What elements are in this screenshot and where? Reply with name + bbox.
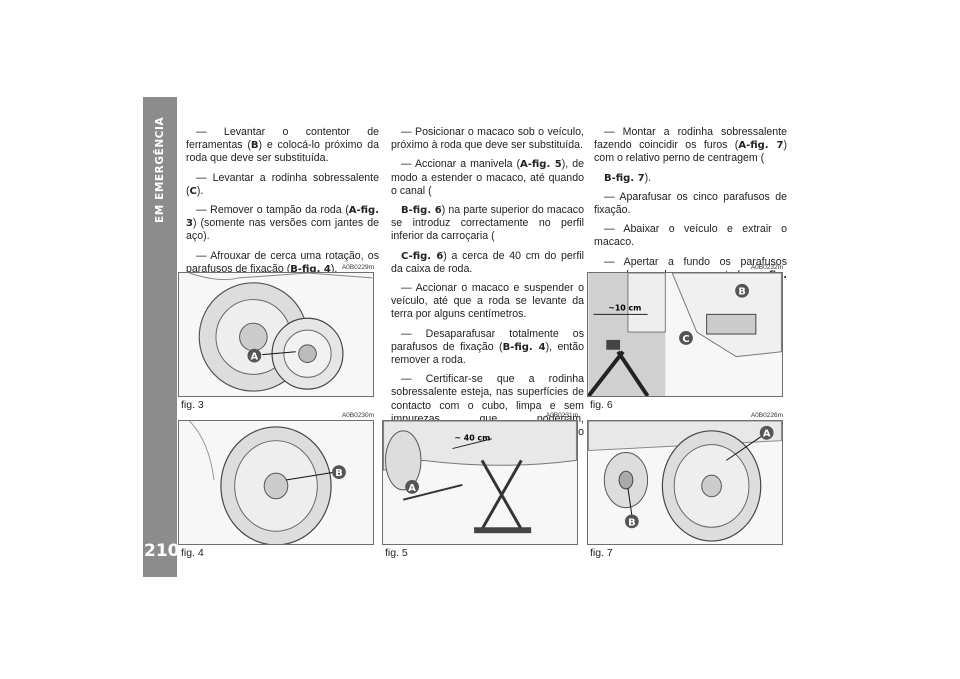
- section-sidebar: [143, 97, 177, 577]
- paragraph-text: ).: [196, 184, 204, 197]
- page-number: 210: [144, 541, 180, 561]
- figure-label: B: [738, 287, 746, 298]
- reference-label: C-fig. 6: [401, 250, 444, 262]
- figure-code: A0B0229m: [341, 264, 374, 271]
- instruction-paragraph: — Remover o tampão da roda (A-fig. 3) (s…: [186, 204, 379, 244]
- instruction-paragraph: C-fig. 6) a cerca de 40 cm do perfil da …: [391, 250, 584, 276]
- instruction-paragraph: — Aparafusar os cinco parafusos de fixaç…: [594, 191, 787, 217]
- reference-label: C: [189, 185, 197, 197]
- figure-label: A: [763, 429, 771, 440]
- figure-caption: fig. 4: [181, 547, 204, 559]
- figure-label: B: [335, 468, 343, 479]
- figure-code: A0B0230m: [341, 412, 374, 419]
- instruction-paragraph: — Desaparafusar totalmente os parafusos …: [391, 328, 584, 368]
- paragraph-text: — Afrouxar de cerca uma rotação, os para…: [186, 249, 379, 275]
- figure-label: C: [682, 334, 689, 345]
- paragraph-text: ).: [330, 262, 338, 275]
- paragraph-text: — Posicionar o macaco sob o veículo, pró…: [391, 126, 584, 152]
- figure-caption: fig. 7: [590, 547, 613, 559]
- figure-code: A0B0226m: [750, 412, 783, 419]
- figure-6: ~10 cm B C: [587, 272, 783, 397]
- paragraph-text: ), então remover a roda.: [391, 340, 584, 367]
- reference-label: B-fig. 6: [401, 205, 442, 217]
- text-column-1: — Levantar o contentor de ferramentas (B…: [186, 126, 379, 282]
- section-title: EM EMERGÊNCIA: [154, 116, 166, 224]
- paragraph-text: ) com o relativo perno de centragem (: [594, 139, 787, 165]
- paragraph-text: ).: [644, 171, 652, 184]
- reference-label: A-fig. 3: [186, 205, 379, 230]
- paragraph-text: — Accionar a manivela (: [401, 158, 520, 171]
- paragraph-text: — Remover o tampão da roda (: [196, 204, 349, 217]
- paragraph-text: ) a cerca de 40 cm do perfil da caixa de…: [391, 249, 584, 275]
- instruction-paragraph: — Accionar o macaco e suspender o veícul…: [391, 282, 584, 322]
- figure-label: B: [628, 517, 636, 528]
- instruction-paragraph: B-fig. 6) na parte superior do macaco se…: [391, 204, 584, 244]
- instruction-paragraph: — Montar a rodinha sobressalente fazendo…: [594, 126, 787, 166]
- figure-caption: fig. 3: [181, 399, 204, 411]
- figure-caption: fig. 6: [590, 399, 613, 411]
- figure-label: A: [251, 352, 259, 363]
- reference-label: A-fig. 7: [738, 140, 784, 152]
- paragraph-text: — Aparafusar os cinco parafusos de fixaç…: [594, 190, 787, 217]
- figure-4: B: [178, 420, 374, 545]
- paragraph-text: — Montar a rodinha sobressalente fazendo…: [594, 126, 787, 152]
- instruction-paragraph: — Posicionar o macaco sob o veículo, pró…: [391, 126, 584, 152]
- instruction-paragraph: — Levantar a rodinha sobressalente (C).: [186, 172, 379, 198]
- reference-label: B: [250, 140, 259, 152]
- figure-3: A: [178, 272, 374, 397]
- reference-label: B-fig. 7: [604, 172, 645, 184]
- text-column-2: — Posicionar o macaco sob o veículo, pró…: [391, 126, 584, 458]
- figure-7: A B: [587, 420, 783, 545]
- instruction-paragraph: — Abaixar o veículo e extrair o macaco.: [594, 223, 787, 249]
- paragraph-text: ) (somente nas versões com jantes de aço…: [186, 217, 379, 243]
- reference-label: A-fig. 5: [520, 159, 562, 171]
- paragraph-text: ) na parte superior do macaco se introdu…: [391, 204, 584, 243]
- figure-code: A0B0231m: [545, 412, 578, 419]
- paragraph-text: ) e colocá-lo próximo da roda que deve s…: [186, 139, 379, 165]
- instruction-paragraph: B-fig. 7).: [594, 172, 787, 185]
- reference-label: B-fig. 4: [290, 263, 331, 275]
- paragraph-text: ), de modo a estender o macaco, até quan…: [391, 158, 584, 197]
- instruction-paragraph: — Levantar o contentor de ferramentas (B…: [186, 126, 379, 166]
- figure-code: A0B0232m: [750, 264, 783, 271]
- paragraph-text: — Accionar o macaco e suspender o veícul…: [391, 282, 584, 321]
- instruction-paragraph: — Afrouxar de cerca uma rotação, os para…: [186, 250, 379, 276]
- reference-label: B-fig. 4: [502, 341, 546, 353]
- figure-5: ~ 40 cm A: [382, 420, 578, 545]
- figure-label: ~10 cm: [608, 303, 641, 312]
- paragraph-text: — Levantar a rodinha sobressalente (: [186, 171, 379, 197]
- figure-caption: fig. 5: [385, 547, 408, 559]
- paragraph-text: — Desaparafusar totalmente os parafusos …: [391, 327, 584, 353]
- figure-label: A: [408, 483, 416, 494]
- paragraph-text: — Abaixar o veículo e extrair o macaco.: [594, 223, 787, 249]
- paragraph-text: — Levantar o contentor de ferramentas (: [186, 126, 379, 152]
- instruction-paragraph: — Accionar a manivela (A-fig. 5), de mod…: [391, 158, 584, 198]
- figure-label: ~ 40 cm: [454, 434, 490, 443]
